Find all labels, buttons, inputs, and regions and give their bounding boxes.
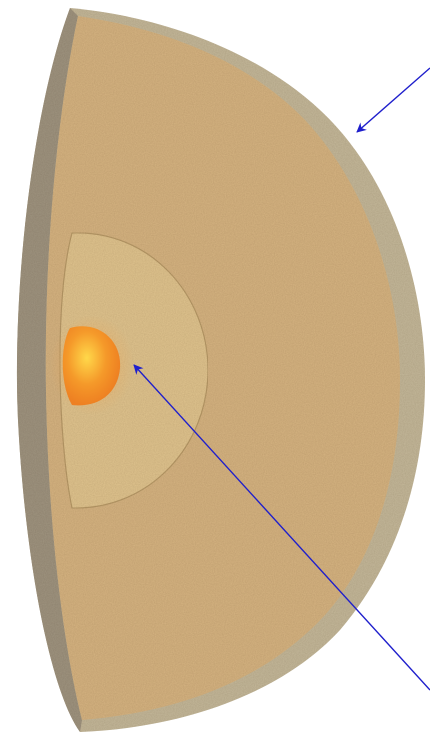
- arrow-to-outer-layer: [357, 68, 430, 132]
